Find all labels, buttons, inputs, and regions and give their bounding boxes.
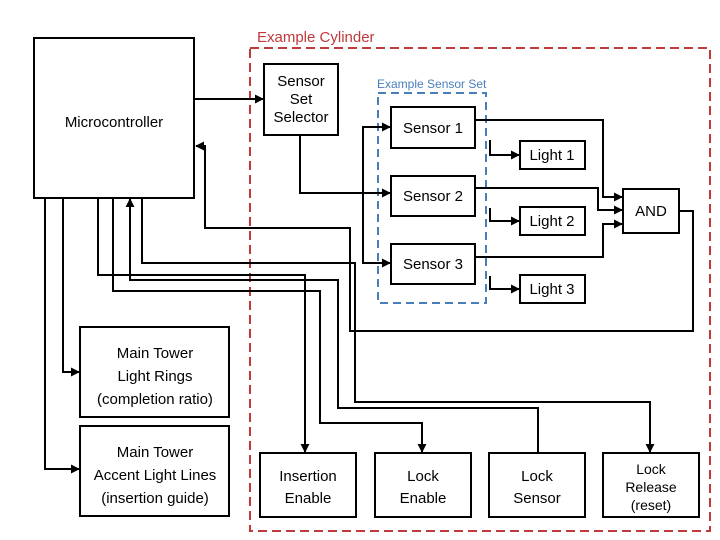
sensor-2-block: Sensor 2 [390,175,476,217]
svg-text:Main Tower: Main Tower [117,444,193,461]
connections [44,94,694,474]
lock-enable-block: Lock Enable [374,452,472,518]
main-tower-light-rings-block: Main Tower Light Rings (completion ratio… [79,326,230,418]
light-3-block: Light 3 [519,274,586,304]
svg-text:Enable: Enable [400,490,447,507]
sensor-3-block: Sensor 3 [390,243,476,285]
svg-text:Sensor 2: Sensor 2 [403,188,463,205]
light-1-block: Light 1 [519,140,586,170]
svg-text:Set: Set [290,91,313,108]
svg-text:(completion ratio): (completion ratio) [97,391,213,408]
microcontroller-block: Microcontroller [33,37,195,199]
svg-text:Lock: Lock [521,468,553,485]
svg-text:Microcontroller: Microcontroller [65,114,163,131]
svg-text:Accent Light Lines: Accent Light Lines [94,467,217,484]
example-cylinder-label: Example Cylinder [257,29,375,46]
svg-text:Light 2: Light 2 [529,213,574,230]
svg-text:Sensor 1: Sensor 1 [403,120,463,137]
svg-text:Sensor: Sensor [513,490,561,507]
sensor-1-block: Sensor 1 [390,106,476,149]
example-sensor-set-label: Example Sensor Set [377,77,487,91]
svg-text:Light 3: Light 3 [529,281,574,298]
svg-text:Main Tower: Main Tower [117,345,193,362]
svg-text:Enable: Enable [285,490,332,507]
example-sensor-set-frame [377,92,487,304]
and-gate-block: AND [622,188,680,234]
svg-text:Selector: Selector [273,109,328,126]
svg-text:Sensor 3: Sensor 3 [403,256,463,273]
example-cylinder-frame [249,47,711,532]
svg-text:Lock: Lock [636,461,667,477]
light-2-block: Light 2 [519,206,586,236]
svg-text:AND: AND [635,203,667,220]
svg-text:Lock: Lock [407,468,439,485]
main-tower-accent-light-lines-block: Main Tower Accent Light Lines (insertion… [79,425,230,517]
sensor-set-selector-block: Sensor Set Selector [263,63,339,136]
svg-text:(reset): (reset) [631,497,671,513]
svg-text:Sensor: Sensor [277,73,325,90]
svg-text:Light Rings: Light Rings [117,368,192,385]
insertion-enable-block: Insertion Enable [259,452,357,518]
svg-text:(insertion guide): (insertion guide) [101,490,209,507]
svg-text:Insertion: Insertion [279,468,337,485]
svg-text:Light 1: Light 1 [529,147,574,164]
lock-sensor-block: Lock Sensor [488,452,586,518]
svg-text:Release: Release [625,479,677,495]
lock-release-block: Lock Release (reset) [602,452,700,518]
